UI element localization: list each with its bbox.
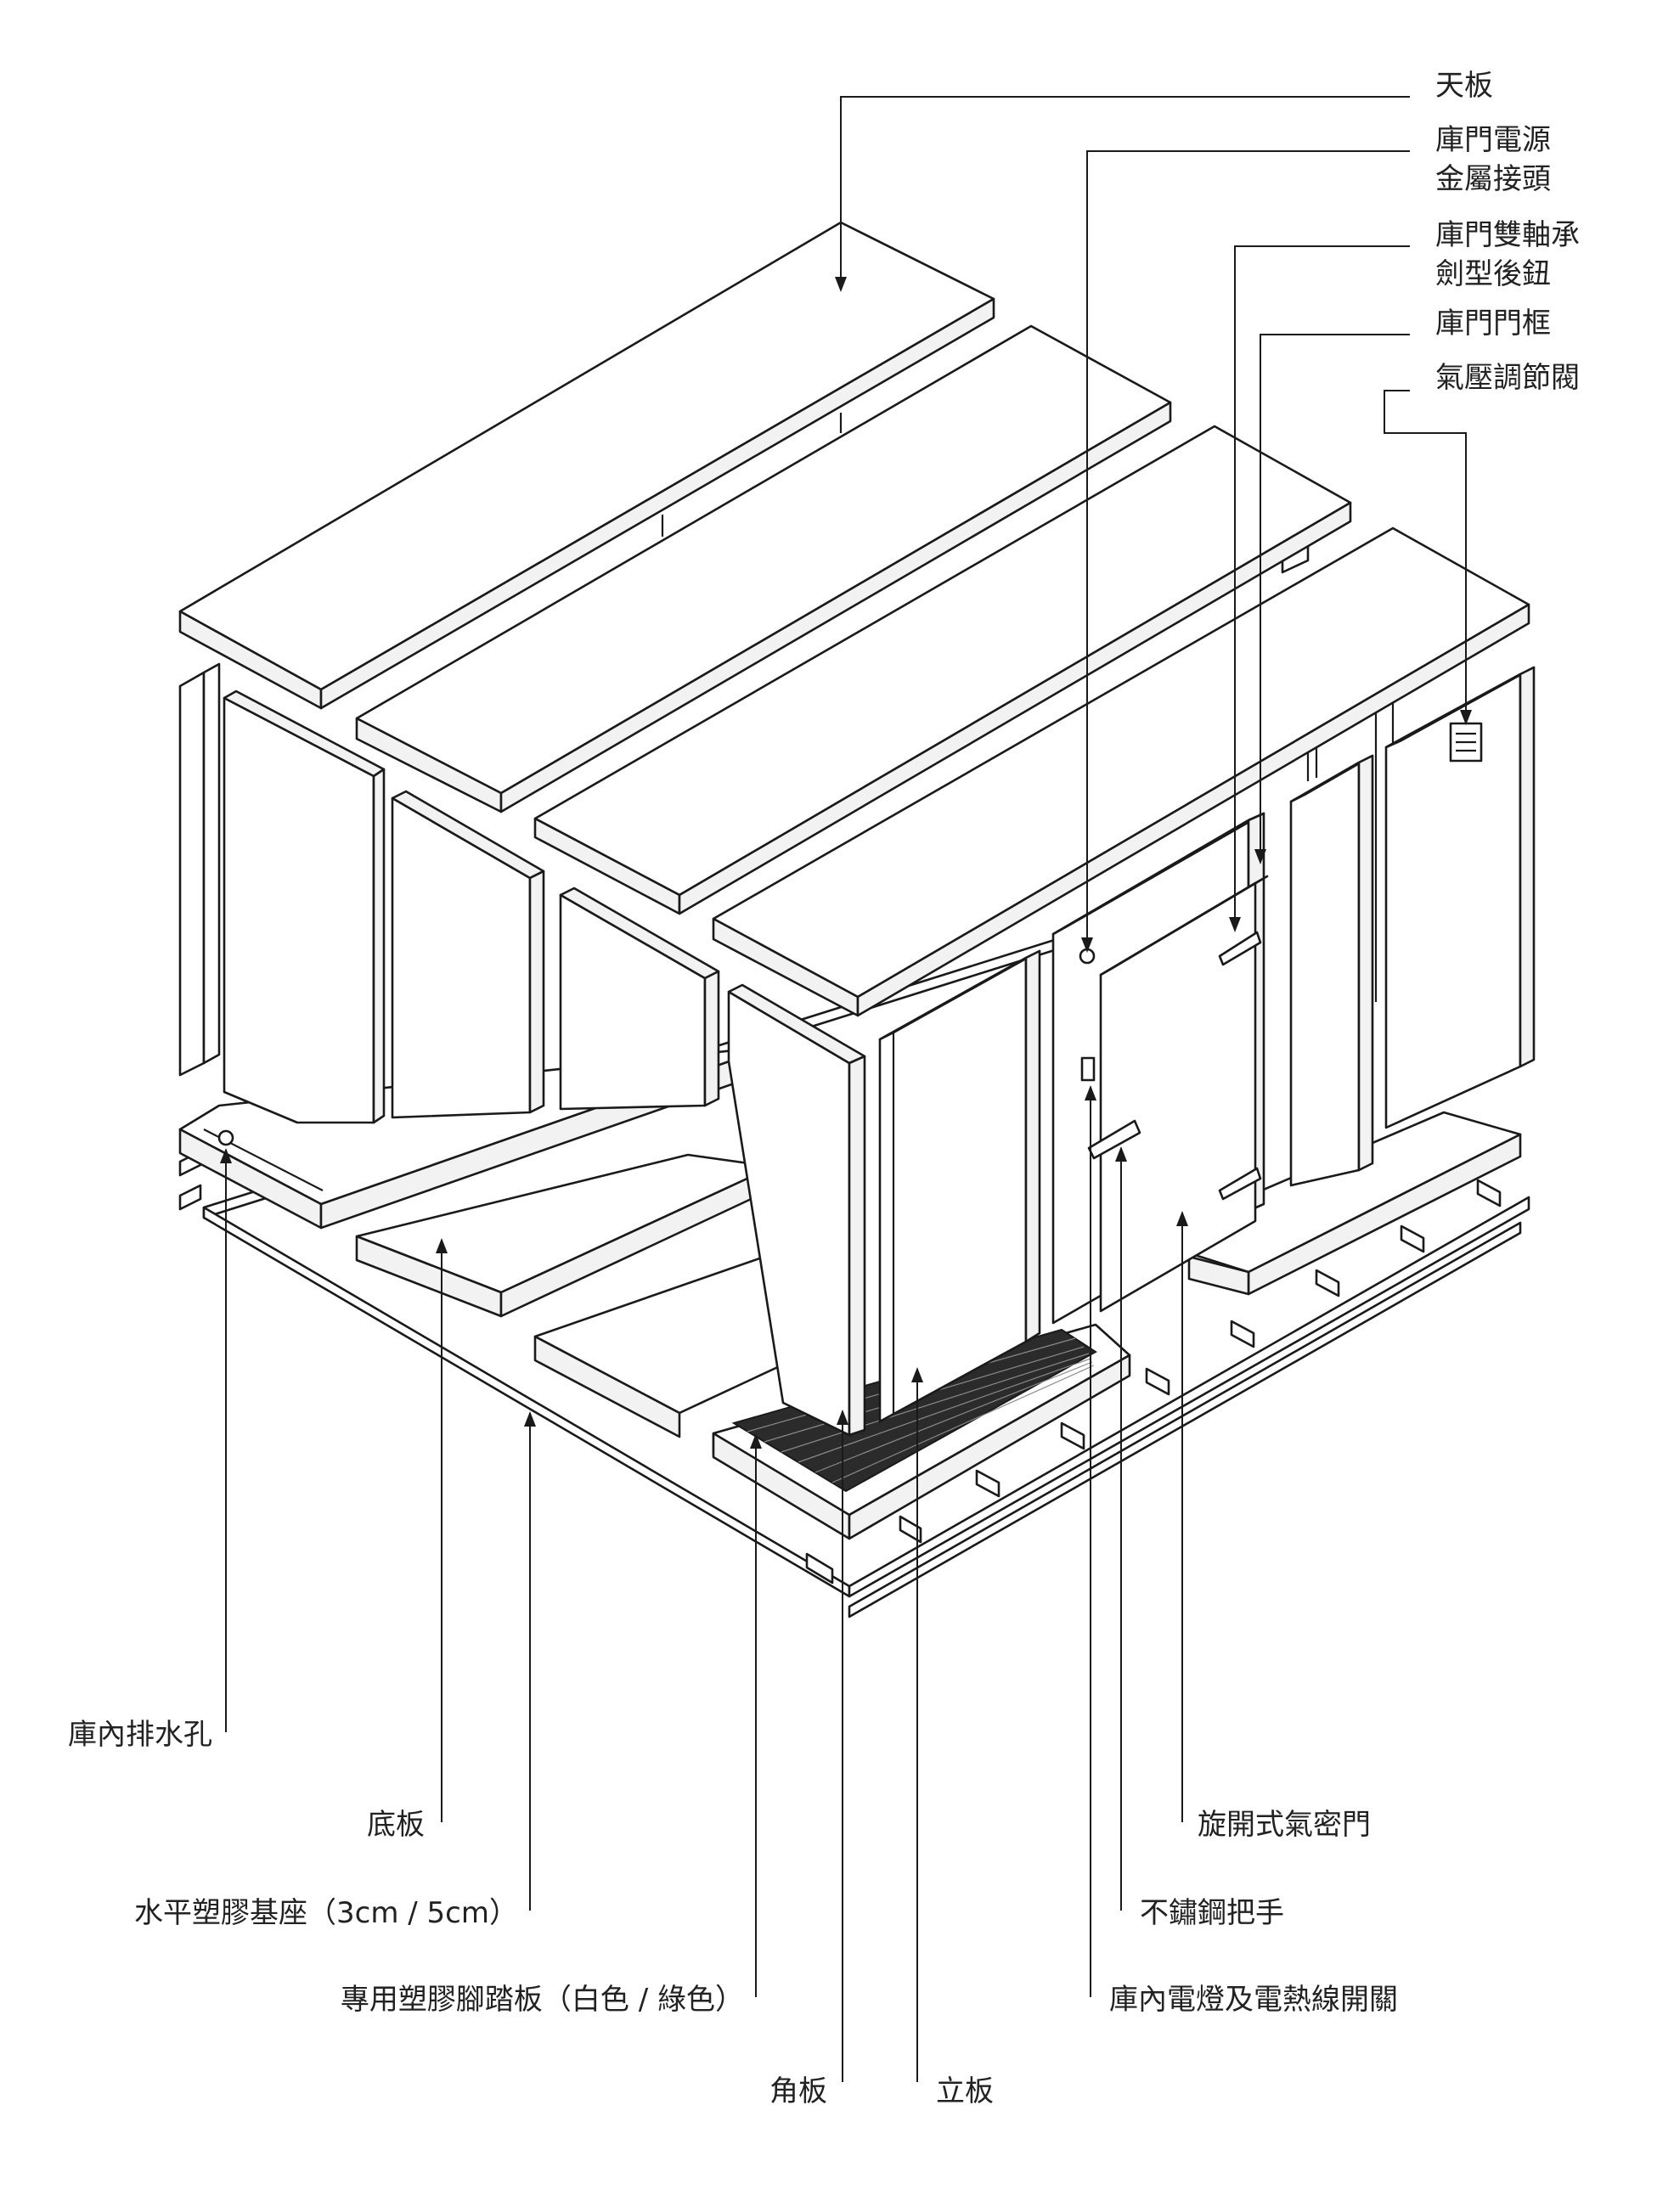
label-steel-handle: 不鏽鋼把手 bbox=[1140, 1896, 1284, 1930]
label-footboard: 專用塑膠腳踏板（白色 / 綠色） bbox=[341, 1983, 744, 2017]
airtight-door bbox=[1099, 875, 1269, 1313]
label-door-hinge-2: 劍型後鈕 bbox=[1435, 257, 1551, 291]
drain-hole bbox=[217, 1129, 234, 1146]
steel-handle bbox=[1087, 1119, 1141, 1160]
corner-panel bbox=[727, 983, 866, 1437]
label-pressure-valve: 氣壓調節閥 bbox=[1435, 361, 1580, 395]
ceiling-panel-4 bbox=[712, 526, 1530, 1017]
wall-panel-front bbox=[878, 949, 1041, 1423]
leader-pressure-valve bbox=[1384, 390, 1467, 713]
wall-panel-left-1 bbox=[223, 689, 386, 1124]
label-door-hinge-1: 庫門雙軸承 bbox=[1435, 218, 1580, 252]
label-corner-panel: 角板 bbox=[769, 2074, 827, 2108]
label-plastic-base: 水平塑膠基座（3cm / 5cm） bbox=[134, 1896, 518, 1930]
door-hinge-upper bbox=[1218, 931, 1262, 966]
door-hinge-lower bbox=[1218, 1167, 1262, 1201]
leader-door-hinge bbox=[1234, 245, 1410, 917]
label-light-switch: 庫內電燈及電熱線開關 bbox=[1109, 1983, 1398, 2017]
floor-panel-middle bbox=[355, 1153, 775, 1318]
label-drain-hole: 庫內排水孔 bbox=[68, 1718, 212, 1752]
ceiling-panel-2 bbox=[355, 324, 1172, 813]
label-airtight-door: 旋開式氣密門 bbox=[1198, 1808, 1371, 1842]
wall-panel-left-2 bbox=[391, 790, 545, 1119]
label-door-frame: 庫門門框 bbox=[1435, 307, 1551, 341]
leader-door-power bbox=[1086, 150, 1410, 941]
label-door-power-2: 金屬接頭 bbox=[1435, 162, 1551, 196]
light-switch-box bbox=[1080, 1056, 1096, 1082]
wall-panel-right-2 bbox=[1384, 666, 1536, 1129]
label-ceiling-panel: 天板 bbox=[1435, 69, 1493, 103]
wall-panel-left-3 bbox=[559, 886, 720, 1111]
label-wall-panel: 立板 bbox=[936, 2074, 994, 2108]
wall-panel-right-1 bbox=[1289, 754, 1374, 1187]
leader-door-frame bbox=[1260, 334, 1410, 849]
leader-ceiling bbox=[840, 96, 1410, 277]
ceiling-panel-1 bbox=[178, 221, 995, 710]
label-door-power-1: 庫門電源 bbox=[1435, 123, 1551, 157]
label-floor-panel: 底板 bbox=[367, 1808, 425, 1842]
ceiling-panel-3 bbox=[533, 425, 1352, 915]
pressure-valve-grille bbox=[1449, 722, 1483, 763]
